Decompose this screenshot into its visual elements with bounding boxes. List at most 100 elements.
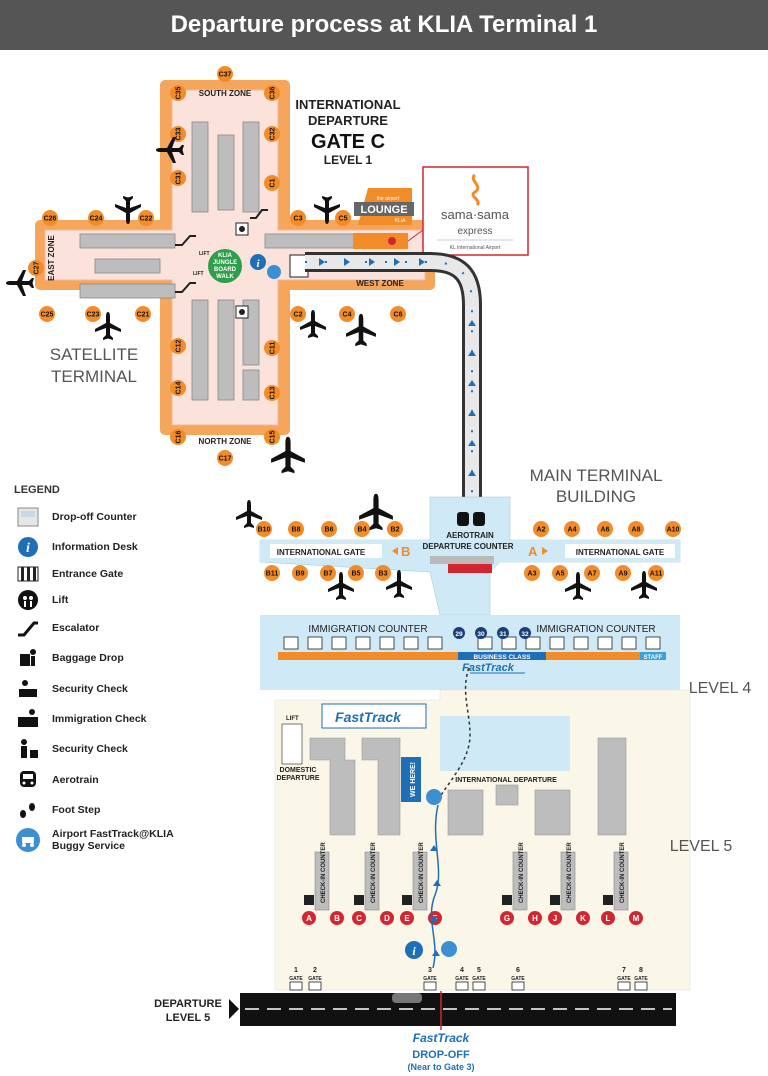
- international-departure-label: INTERNATIONAL DEPARTURE: [455, 777, 557, 784]
- immigration-booth-icon: [573, 636, 589, 650]
- gate-a10: A10: [665, 521, 681, 537]
- escalator-icon: [175, 235, 196, 246]
- lift-label: LIFT: [199, 251, 210, 257]
- immigration-booth-icon: [645, 636, 661, 650]
- buggy-service-icon: [14, 828, 42, 852]
- svg-text:A5: A5: [556, 571, 565, 578]
- svg-text:KL International Airport: KL International Airport: [450, 245, 501, 251]
- svg-text:B11: B11: [266, 571, 279, 578]
- gate-c6: C6: [390, 306, 406, 322]
- svg-text:B3: B3: [379, 571, 388, 578]
- svg-text:C26: C26: [44, 216, 57, 223]
- gate-c35: C35: [170, 85, 186, 101]
- departure-road: [229, 991, 676, 1030]
- gate-a9: A9: [615, 565, 631, 581]
- svg-text:sama·sama: sama·sama: [441, 207, 510, 222]
- gate-a4: A4: [564, 521, 580, 537]
- svg-text:B6: B6: [325, 527, 334, 534]
- north-zone-label: NORTH ZONE: [199, 437, 253, 446]
- legend-label: Airport FastTrack@KLIA Buggy Service: [52, 828, 174, 852]
- svg-text:30: 30: [477, 631, 485, 638]
- svg-text:J: J: [553, 914, 557, 923]
- satellite-terminal: SOUTH ZONE NORTH ZONE EAST ZONE WEST ZON…: [6, 66, 435, 474]
- west-zone-label: WEST ZONE: [356, 279, 404, 288]
- svg-text:C16: C16: [176, 430, 183, 443]
- svg-text:C36: C36: [270, 86, 277, 99]
- gate-b11: B11: [264, 565, 280, 581]
- svg-text:K: K: [580, 914, 586, 923]
- gate-b5: B5: [348, 565, 364, 581]
- svg-text:C32: C32: [270, 127, 277, 140]
- baggage-drop-icon: [603, 895, 613, 905]
- counter-30: 30: [475, 627, 487, 639]
- svg-text:2: 2: [313, 967, 317, 974]
- jungle-line-4: WALK: [216, 274, 234, 280]
- svg-text:C27: C27: [34, 261, 41, 274]
- svg-text:DOMESTIC: DOMESTIC: [280, 767, 317, 774]
- gate-c22: C22: [138, 210, 154, 226]
- gate-b7: B7: [320, 565, 336, 581]
- immigration-booth-icon: [307, 636, 323, 650]
- legend-label: Aerotrain: [52, 774, 99, 786]
- gate-c17: C17: [217, 450, 233, 466]
- departure-counter-label: DEPARTURE COUNTER: [423, 542, 514, 551]
- samasama-logo: sama·sama express KL International Airpo…: [422, 166, 529, 256]
- svg-text:A: A: [528, 544, 538, 559]
- svg-text:1: 1: [294, 967, 298, 974]
- svg-text:A11: A11: [650, 571, 663, 578]
- aerotrain-icon: [457, 512, 485, 526]
- svg-text:the airport: the airport: [377, 196, 400, 202]
- legend-label: Information Desk: [52, 541, 138, 553]
- svg-text:L: L: [606, 914, 611, 923]
- checkin-counter: CHECK-IN COUNTER: [364, 842, 380, 911]
- legend-item: Security Check: [14, 736, 214, 762]
- buggy-icon: [441, 941, 457, 957]
- legend-item: i Information Desk: [14, 534, 214, 560]
- svg-text:BUSINESS CLASS: BUSINESS CLASS: [473, 654, 531, 661]
- gate-c15: C15: [264, 429, 280, 445]
- level-4-area: IMMIGRATION COUNTER IMMIGRATION COUNTER …: [260, 615, 680, 700]
- immigration-booth-icon: [525, 636, 541, 650]
- satellite-terminal-line-1: SATELLITE: [50, 345, 139, 364]
- gate-b8: B8: [288, 521, 304, 537]
- legend-label: Baggage Drop: [52, 652, 124, 664]
- gate-b2: B2: [387, 521, 403, 537]
- svg-text:A4: A4: [568, 527, 577, 534]
- gate-c16: C16: [170, 429, 186, 445]
- svg-text:GATE: GATE: [511, 976, 525, 982]
- counter-32: 32: [519, 627, 531, 639]
- checkin-counter: CHECK-IN COUNTER: [613, 842, 629, 911]
- svg-text:B2: B2: [391, 527, 400, 534]
- information-icon: i: [405, 941, 423, 959]
- intl-departure-line-1: INTERNATIONAL: [295, 97, 400, 112]
- svg-text:STAFF: STAFF: [644, 655, 663, 661]
- legend-item: Drop-off Counter: [14, 504, 214, 530]
- svg-text:31: 31: [499, 631, 507, 638]
- svg-text:C37: C37: [219, 72, 232, 79]
- svg-text:3: 3: [428, 967, 432, 974]
- gate-c5: C5: [335, 210, 351, 226]
- legend-label: Escalator: [52, 622, 100, 634]
- svg-text:M: M: [633, 914, 640, 923]
- gate-c24: C24: [88, 210, 104, 226]
- svg-text:6: 6: [516, 967, 520, 974]
- svg-text:C3: C3: [294, 216, 303, 223]
- legend-item: Foot Step: [14, 798, 214, 822]
- svg-text:i: i: [26, 541, 30, 556]
- svg-text:IMMIGRATION COUNTER: IMMIGRATION COUNTER: [536, 624, 655, 635]
- gate-b3: B3: [375, 565, 391, 581]
- gate-a6: A6: [597, 521, 613, 537]
- gate-c13: C13: [264, 385, 280, 401]
- svg-text:CHECK-IN COUNTER: CHECK-IN COUNTER: [567, 842, 573, 903]
- svg-text:A7: A7: [588, 571, 597, 578]
- dropoff-label: DROP-OFF: [412, 1049, 470, 1061]
- gate-a3: A3: [524, 565, 540, 581]
- svg-text:C35: C35: [176, 86, 183, 99]
- svg-text:8: 8: [639, 967, 643, 974]
- entrance-gate-icon: [14, 562, 42, 586]
